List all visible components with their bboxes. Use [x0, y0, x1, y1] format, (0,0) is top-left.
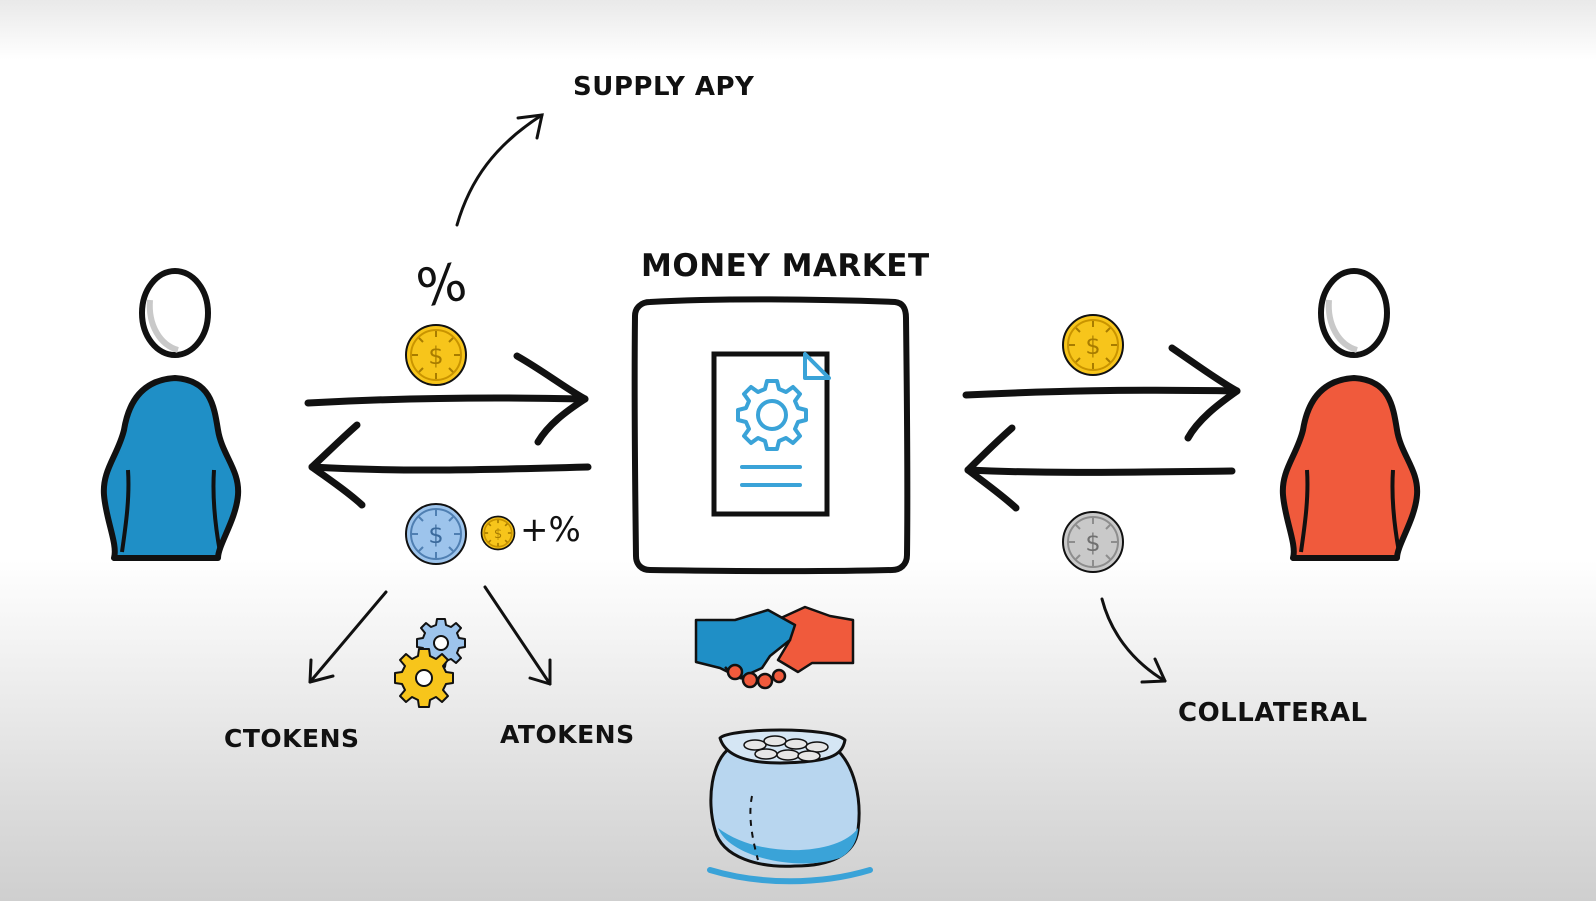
supply-apy-arrow	[455, 113, 544, 227]
collateral-arrow	[1100, 597, 1167, 684]
svg-text:$: $	[494, 527, 502, 542]
deposit-arrow-right	[304, 352, 589, 446]
collateral-arrow-left	[964, 424, 1236, 512]
atokens-label: ATOKENS	[500, 720, 635, 749]
interest-percent-symbol: %	[412, 252, 472, 320]
svg-text:$: $	[428, 342, 443, 370]
money-market-box	[631, 296, 911, 575]
plus-percent-symbol: +%	[520, 510, 581, 550]
document-gear-icon	[711, 351, 831, 517]
gold-coin-icon: $	[405, 324, 467, 386]
svg-text:$: $	[1085, 332, 1100, 360]
svg-text:$: $	[428, 521, 443, 549]
atokens-arrow	[483, 585, 552, 686]
small-gold-coin-icon: $	[480, 515, 516, 551]
money-market-label: MONEY MARKET	[641, 248, 930, 284]
lender-person-icon	[100, 268, 242, 561]
ctokens-label: CTOKENS	[224, 724, 360, 753]
blue-coin-icon: $	[405, 503, 467, 565]
borrow-arrow-right	[962, 344, 1241, 442]
return-arrow-left	[308, 421, 592, 509]
supply-apy-label: SUPPLY APY	[573, 72, 755, 102]
borrower-person-icon	[1279, 268, 1421, 561]
gold-coin-icon: $	[1062, 314, 1124, 376]
ctokens-arrow	[308, 590, 388, 684]
handshake-icon	[694, 605, 855, 690]
silver-coin-icon: $	[1062, 511, 1124, 573]
money-bag-icon	[707, 728, 873, 885]
gears-icon	[394, 618, 466, 708]
svg-text:$: $	[1085, 529, 1100, 557]
collateral-label: COLLATERAL	[1178, 698, 1368, 728]
